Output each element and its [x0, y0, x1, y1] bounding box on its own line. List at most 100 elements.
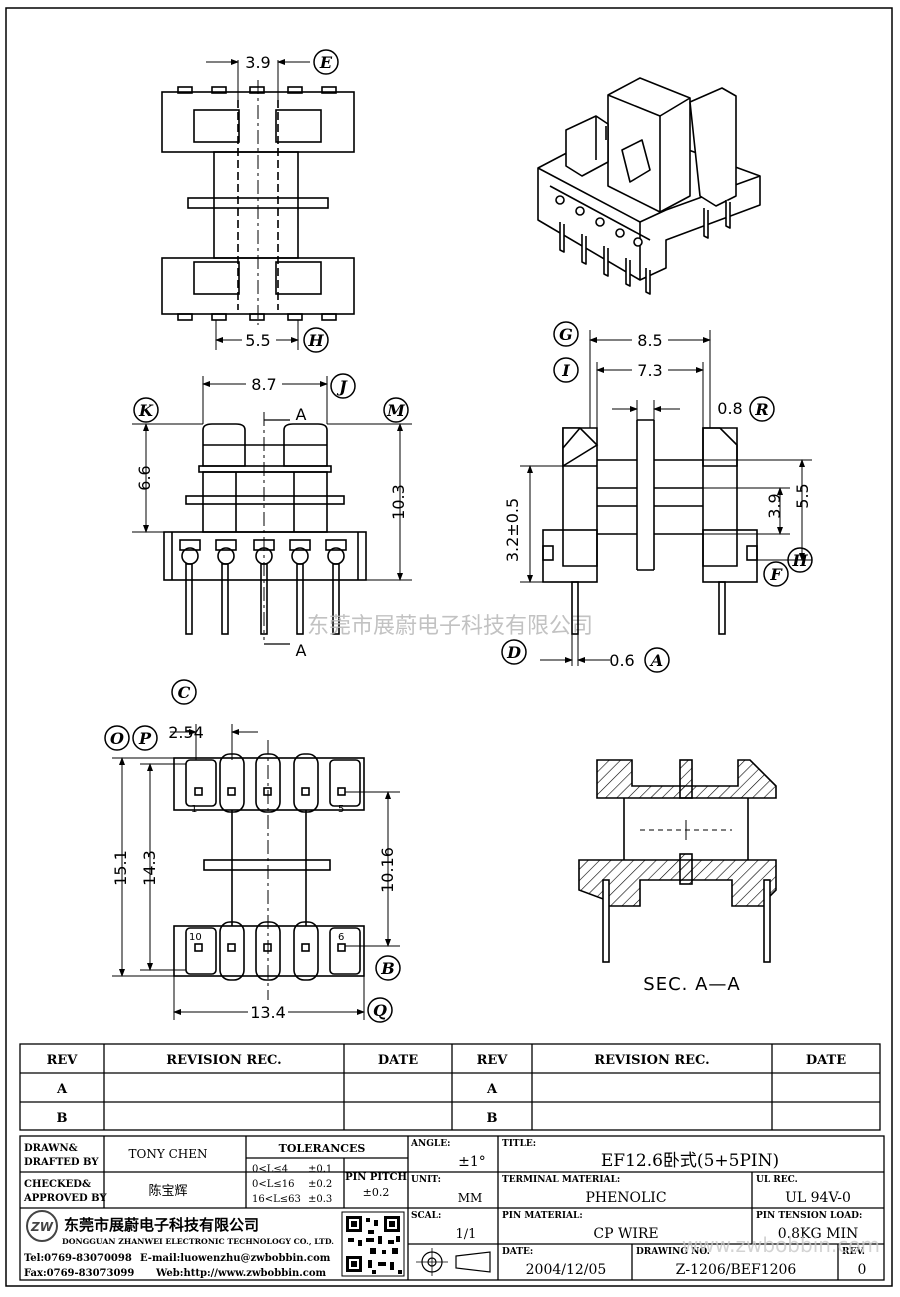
- drawn-label-1: DRAWN&: [24, 1143, 78, 1154]
- date-label: DATE:: [502, 1247, 533, 1257]
- tol-range-2: 0<L≤16: [252, 1179, 295, 1190]
- side-dim-8-5: 8.5: [637, 331, 662, 350]
- company-name-cn: 东莞市展蔚电子科技有限公司: [64, 1216, 259, 1234]
- side-dim-5-5: 5.5: [793, 483, 812, 508]
- tolerances-label: TOLERANCES: [279, 1142, 366, 1155]
- unit-label: UNIT:: [411, 1175, 441, 1185]
- callout-b: B: [380, 959, 395, 978]
- section-mark-bottom: A: [296, 641, 307, 660]
- callout-r: R: [754, 400, 768, 419]
- pin-label-10: 10: [189, 932, 202, 943]
- rev-header-1: REV: [47, 1053, 79, 1068]
- rev-row-b-left: B: [57, 1111, 68, 1126]
- pin-pitch-value: ±0.2: [363, 1186, 390, 1199]
- company-name-en: DONGGUAN ZHANWEI ELECTRONIC TECHNOLOGY C…: [62, 1237, 334, 1246]
- top-dim-5-5: 5.5: [245, 331, 270, 350]
- drawn-label-2: DRAFTED BY: [24, 1157, 99, 1168]
- rev-header-2: REV: [477, 1053, 509, 1068]
- callout-q: Q: [373, 1001, 387, 1020]
- date-header-1: DATE: [378, 1053, 418, 1068]
- tol-value-3: ±0.3: [308, 1194, 332, 1205]
- title-block-grid: [19, 1135, 885, 1281]
- callout-o: O: [110, 729, 124, 748]
- side-dim-3-2: 3.2±0.5: [503, 498, 522, 562]
- company-web: Web:http://www.zwbobbin.com: [155, 1268, 327, 1279]
- tension-label: PIN TENSION LOAD:: [756, 1211, 862, 1221]
- pin-label-1: 1: [191, 804, 197, 815]
- title-value: EF12.6卧式(5+5PIN): [601, 1151, 779, 1171]
- callout-m: M: [386, 401, 406, 420]
- section-mark-top: A: [296, 405, 307, 424]
- section-caption: SEC. A—A: [643, 974, 740, 995]
- front-view: [132, 376, 412, 645]
- pin-pitch-label: PIN PITCH: [345, 1172, 407, 1183]
- ul-label: UL REC.: [756, 1175, 798, 1185]
- tension-value: 0.8KG MIN: [778, 1226, 858, 1242]
- rev-label: REV.: [842, 1247, 865, 1257]
- web-watermark: www.zwbobbin.com: [682, 1233, 880, 1257]
- logo-text: ZW: [30, 1220, 54, 1234]
- scale-label: SCAL:: [411, 1211, 441, 1221]
- company-fax: Fax:0769-83073099: [24, 1268, 134, 1279]
- callout-e: E: [319, 53, 333, 72]
- checked-value: 陈宝辉: [148, 1183, 187, 1199]
- callout-k: K: [138, 401, 154, 420]
- date-value: 2004/12/05: [526, 1262, 607, 1278]
- rev-value: 0: [858, 1262, 867, 1278]
- callout-h-top: H: [307, 331, 324, 350]
- ul-value: UL 94V-0: [785, 1190, 851, 1206]
- rev-rec-header-2: REVISION REC.: [594, 1053, 709, 1068]
- front-dim-6-6: 6.6: [135, 465, 154, 490]
- drawn-value: TONY CHEN: [129, 1147, 208, 1161]
- checked-label-2: APPROVED BY: [23, 1193, 107, 1204]
- unit-value: MM: [458, 1191, 483, 1205]
- drawing-no-label: DRAWING NO.: [636, 1247, 710, 1257]
- side-dim-3-9: 3.9: [765, 493, 784, 518]
- sheet-border: [5, 7, 893, 1287]
- callout-h-side: H: [791, 551, 808, 570]
- side-dim-0-8: 0.8: [717, 399, 742, 418]
- angle-value: ±1°: [458, 1154, 486, 1170]
- top-dim-3-9: 3.9: [245, 53, 270, 72]
- bottom-view: [112, 724, 400, 1020]
- revision-headers: REV REVISION REC. DATE REV REVISION REC.…: [47, 1053, 847, 1068]
- scale-value: 1/1: [456, 1227, 477, 1242]
- bottom-dim-10-16: 10.16: [378, 847, 397, 893]
- revision-table: [19, 1043, 881, 1131]
- bottom-dim-14-3: 14.3: [140, 850, 159, 886]
- rev-rec-header-1: REVISION REC.: [166, 1053, 281, 1068]
- bottom-dim-15-1: 15.1: [111, 850, 130, 886]
- section-view: [578, 759, 777, 963]
- watermark-text: 东莞市展蔚电子科技有限公司: [307, 614, 593, 639]
- tol-range-1: 0<L≤4: [252, 1164, 288, 1175]
- rev-row-a-right: A: [486, 1082, 498, 1097]
- tol-value-1: ±0.1: [308, 1164, 332, 1175]
- tol-range-3: 16<L≤63: [252, 1194, 301, 1205]
- rev-row-b-right: B: [487, 1111, 498, 1126]
- callout-a: A: [649, 651, 663, 670]
- pin-material-label: PIN MATERIAL:: [502, 1211, 583, 1221]
- tol-value-2: ±0.2: [308, 1179, 332, 1190]
- callout-d: D: [506, 643, 521, 662]
- front-dim-8-7: 8.7: [251, 375, 276, 394]
- pin-label-5: 5: [338, 804, 344, 815]
- terminal-label: TERMINAL MATERIAL:: [502, 1175, 620, 1185]
- terminal-value: PHENOLIC: [585, 1190, 666, 1206]
- checked-label-1: CHECKED&: [24, 1179, 91, 1190]
- side-dim-0-6: 0.6: [609, 651, 634, 670]
- company-tel: Tel:0769-83070098: [24, 1253, 132, 1264]
- side-dim-7-3: 7.3: [637, 361, 662, 380]
- top-view: [161, 59, 355, 350]
- callout-i: I: [561, 361, 570, 380]
- side-view: [520, 330, 812, 666]
- callout-p: P: [138, 729, 152, 748]
- rev-row-a-left: A: [56, 1082, 68, 1097]
- bottom-dim-2-54: 2.54: [168, 723, 204, 742]
- projection-symbol: [416, 1248, 491, 1276]
- drawing-no-value: Z-1206/BEF1206: [676, 1262, 797, 1278]
- isometric-view: [537, 77, 761, 295]
- pin-material-value: CP WIRE: [593, 1226, 658, 1242]
- qr-code: [341, 1211, 405, 1277]
- date-header-2: DATE: [806, 1053, 846, 1068]
